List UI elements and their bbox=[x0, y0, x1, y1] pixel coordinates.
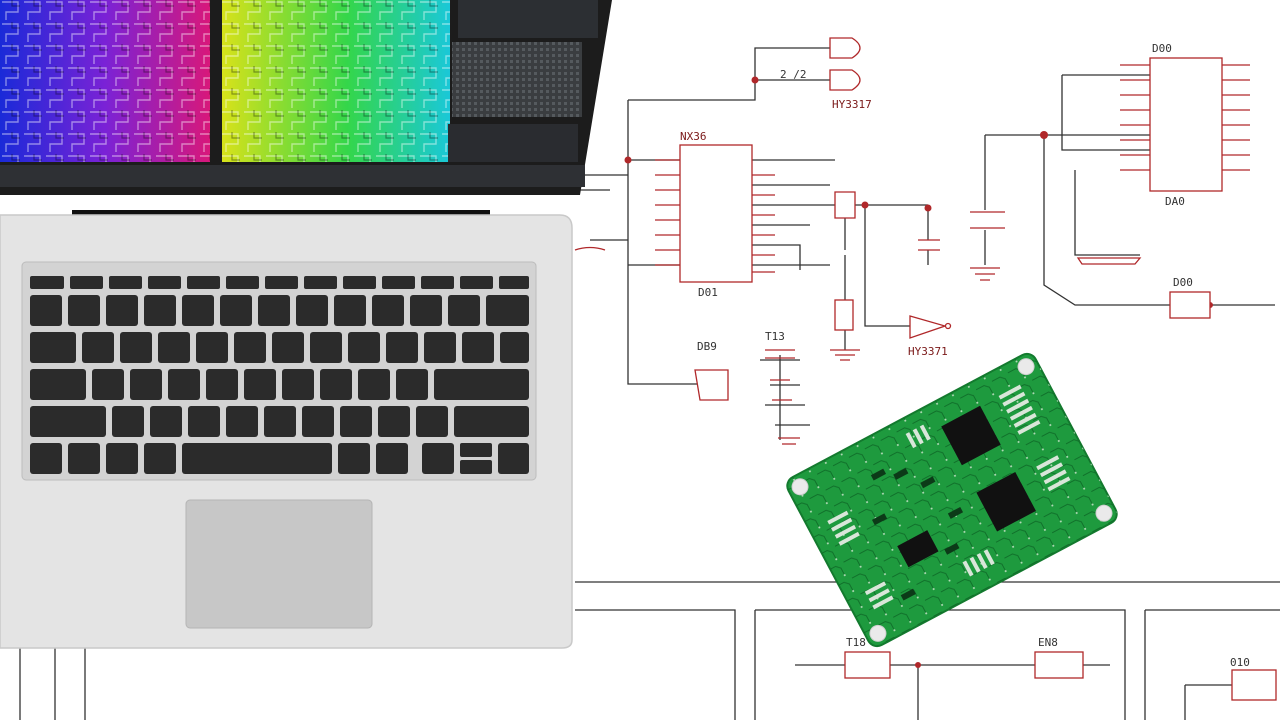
label-bottom-right: 010 bbox=[1230, 656, 1250, 669]
resistor-bottom-right bbox=[1231, 669, 1277, 701]
junction-dots bbox=[624, 76, 1213, 668]
laptop bbox=[0, 0, 612, 649]
label-bottom-mid: EN8 bbox=[1038, 636, 1058, 649]
label-bottom-left: T18 bbox=[846, 636, 866, 649]
label-ic-main-bottom: D01 bbox=[698, 286, 718, 299]
gate-2 bbox=[829, 69, 861, 91]
pcb-board bbox=[786, 352, 1118, 648]
screen-pane-grid bbox=[452, 42, 582, 117]
label-gate-pin: 2 /2 bbox=[780, 68, 807, 81]
touchpad bbox=[185, 499, 373, 629]
pcb-chip-1 bbox=[941, 405, 1001, 466]
label-t13: T13 bbox=[765, 330, 785, 343]
label-gate-top: HY3317 bbox=[832, 98, 872, 111]
ic-main bbox=[679, 144, 753, 283]
label-ic-main: NX36 bbox=[680, 130, 707, 143]
resistor-bottom-mid bbox=[1034, 651, 1084, 679]
schematic-labels: D00 DA0 NX36 D01 HY3317 HY3371 2 /2 D00 … bbox=[680, 42, 1250, 669]
label-db9: DB9 bbox=[697, 340, 717, 353]
ic-top-right bbox=[1149, 57, 1223, 192]
schematic-components bbox=[574, 37, 1277, 701]
gate-1 bbox=[829, 37, 861, 59]
keyboard bbox=[30, 276, 529, 474]
resistor-bottom-left bbox=[844, 651, 891, 679]
gate-3 bbox=[909, 315, 948, 339]
resistor-right bbox=[1169, 291, 1211, 319]
pcb-chip-3 bbox=[897, 530, 939, 568]
pcb-chip-2 bbox=[976, 472, 1036, 532]
label-gate-mid: HY3371 bbox=[908, 345, 948, 358]
label-res-right: D00 bbox=[1173, 276, 1193, 289]
resistor-1 bbox=[834, 299, 854, 331]
label-ic-top-right-bottom: DA0 bbox=[1165, 195, 1185, 208]
label-ic-top-right: D00 bbox=[1152, 42, 1172, 55]
